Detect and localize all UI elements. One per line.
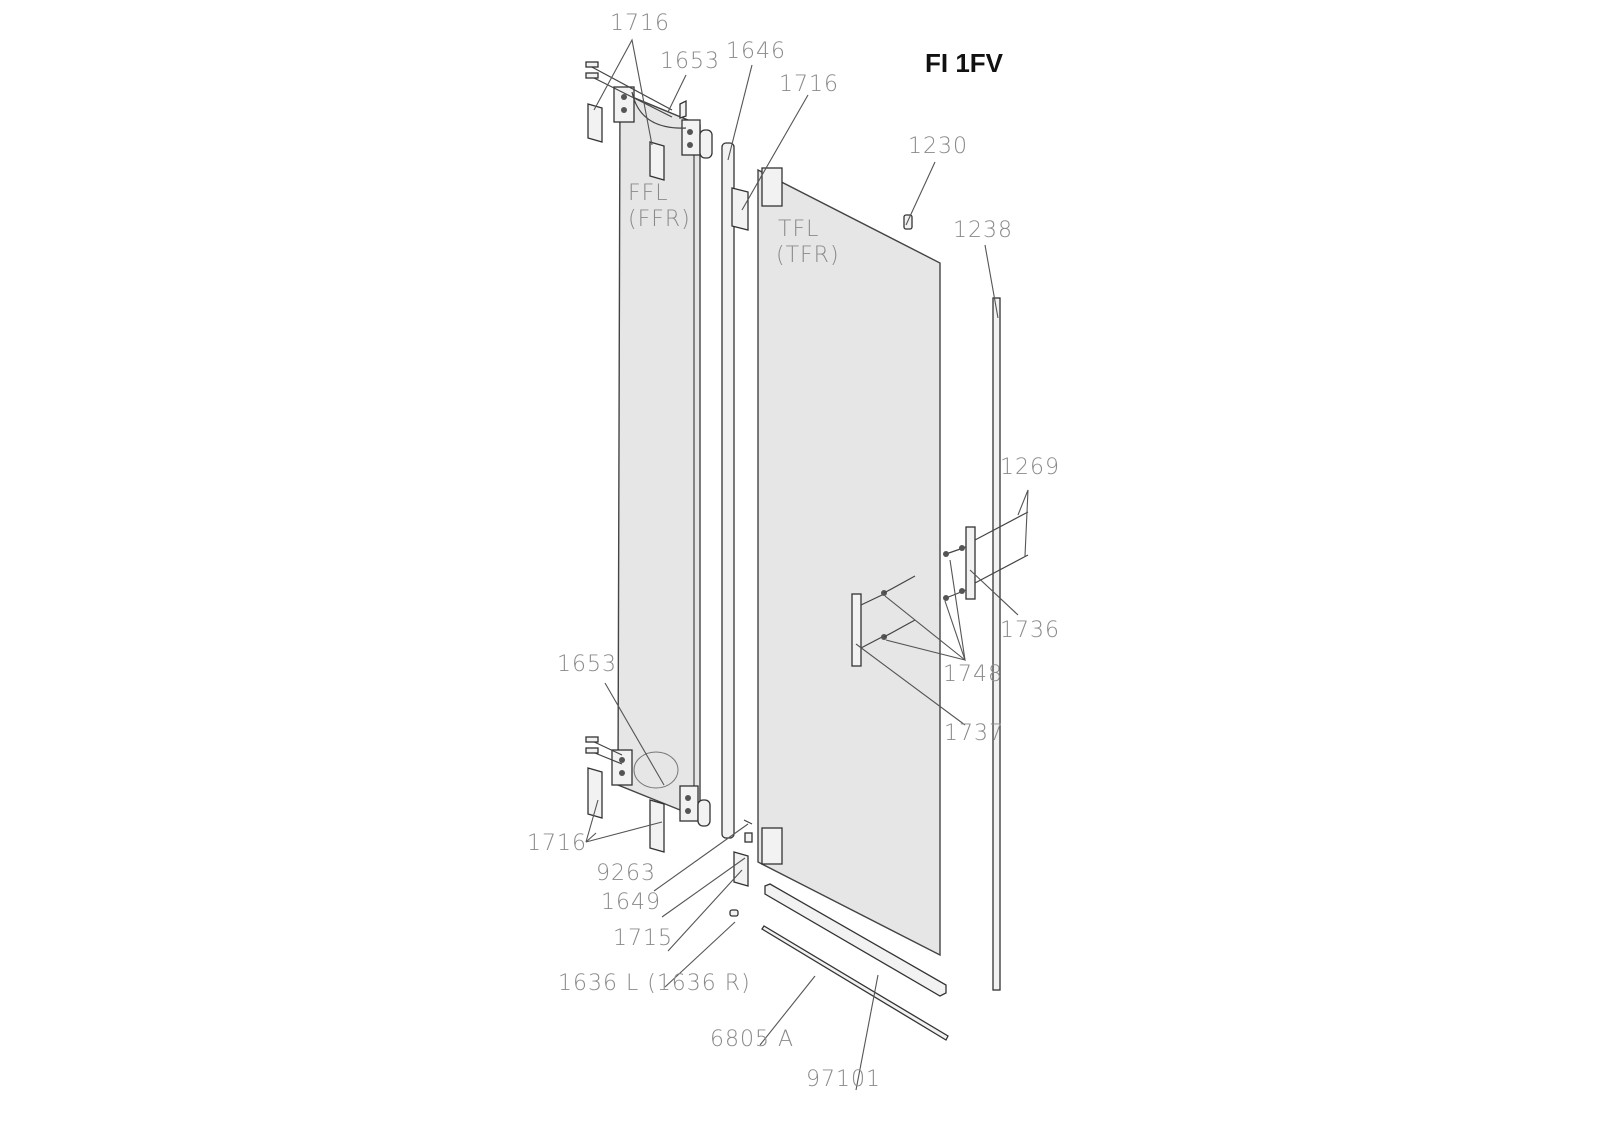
label-9263: 9263 bbox=[596, 861, 656, 886]
bottom-profile-97101 bbox=[764, 883, 947, 997]
door-panel-label-alt: (TFR) bbox=[776, 243, 840, 268]
handle-1737 bbox=[851, 575, 916, 667]
label-1737: 1737 bbox=[944, 721, 1004, 746]
label-6805a: 6805 A bbox=[710, 1027, 794, 1052]
label-97101: 97101 bbox=[806, 1067, 881, 1092]
fixed-panel-label: FFL bbox=[628, 181, 669, 206]
label-1636: 1636 L (1636 R) bbox=[558, 971, 751, 996]
label-1230: 1230 bbox=[908, 134, 968, 159]
handle-1736 bbox=[943, 511, 1029, 601]
seal-strip-1646 bbox=[721, 142, 735, 839]
label-1649: 1649 bbox=[601, 890, 661, 915]
label-1646: 1646 bbox=[726, 39, 786, 64]
door-glass-panel: TFL (TFR) bbox=[729, 167, 941, 957]
leader-lines bbox=[585, 38, 1029, 1091]
fixed-glass-panel: FFL (FFR) bbox=[617, 90, 701, 820]
label-1715: 1715 bbox=[613, 926, 673, 951]
wall-profile-1238 bbox=[992, 297, 1001, 991]
label-1736: 1736 bbox=[1000, 618, 1060, 643]
fixed-panel-label-alt: (FFR) bbox=[628, 207, 691, 232]
seal-6805a bbox=[761, 925, 949, 1041]
clip-1230 bbox=[903, 214, 913, 230]
top-hinge-hardware bbox=[585, 61, 713, 181]
label-1653-bottom: 1653 bbox=[557, 652, 617, 677]
diagram-title: FI 1FV bbox=[925, 48, 1004, 78]
label-1716-bottom: 1716 bbox=[527, 831, 587, 856]
label-1653-top: 1653 bbox=[660, 49, 720, 74]
label-1748: 1748 bbox=[943, 662, 1003, 687]
label-1238: 1238 bbox=[953, 218, 1013, 243]
label-1716-top: 1716 bbox=[610, 11, 670, 36]
label-1269: 1269 bbox=[1000, 455, 1060, 480]
bottom-hinge-hardware bbox=[585, 736, 711, 853]
door-panel-label: TFL bbox=[778, 217, 819, 242]
label-1716-door: 1716 bbox=[779, 72, 839, 97]
